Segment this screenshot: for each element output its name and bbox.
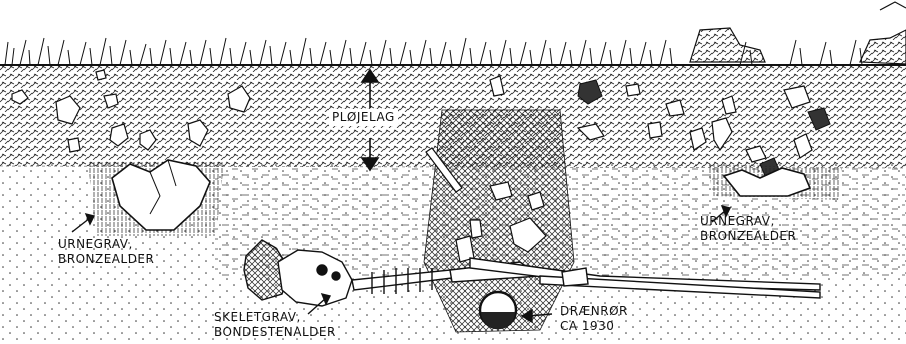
urn-grave-right-label: URNEGRAV, BRONZEALDER bbox=[700, 214, 796, 244]
urn-right-line1: URNEGRAV, bbox=[700, 214, 796, 229]
skeleton-line1: SKELETGRAV, bbox=[214, 310, 336, 325]
drain-line1: DRÆNRØR bbox=[560, 304, 628, 319]
urn-left-line1: URNEGRAV, bbox=[58, 237, 154, 252]
plow-layer-label: PLØJELAG bbox=[329, 109, 398, 126]
urn-right-line2: BRONZEALDER bbox=[700, 229, 796, 244]
urn-left-line2: BRONZEALDER bbox=[58, 252, 154, 267]
plow-layer-text: PLØJELAG bbox=[332, 110, 395, 125]
skeleton-line2: BONDESTENALDER bbox=[214, 325, 336, 340]
drain-pipe-label: DRÆNRØR CA 1930 bbox=[560, 304, 628, 334]
boots-icon bbox=[690, 2, 906, 64]
skeleton-grave-label: SKELETGRAV, BONDESTENALDER bbox=[214, 310, 336, 340]
drain-line2: CA 1930 bbox=[560, 319, 628, 334]
urn-grave-left-label: URNEGRAV, BRONZEALDER bbox=[58, 237, 154, 267]
